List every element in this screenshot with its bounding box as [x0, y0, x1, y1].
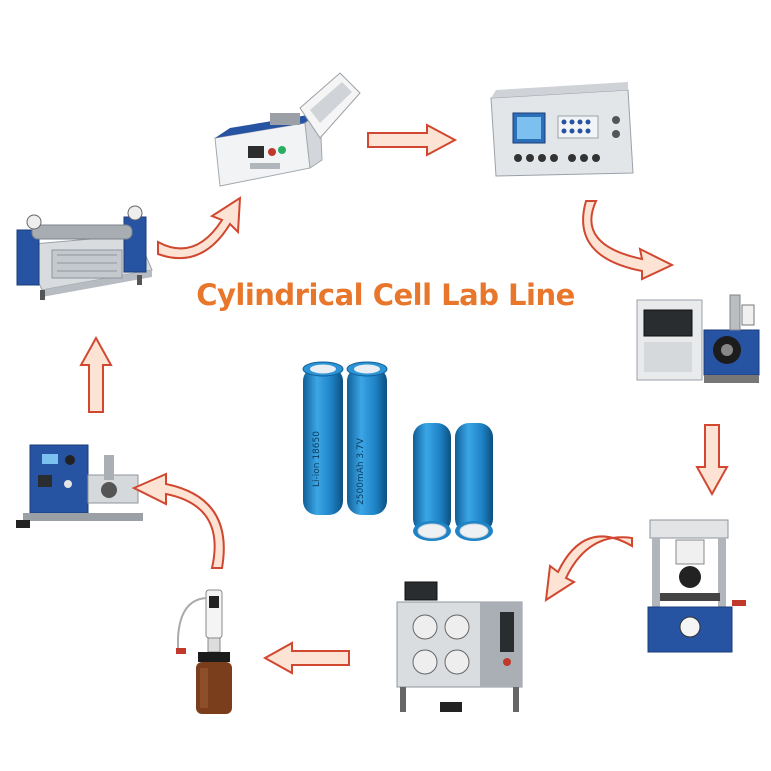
arrow-up-left — [79, 335, 113, 413]
arrow-down-right — [695, 424, 729, 497]
controller-unit — [490, 82, 634, 177]
arrow-left-bottom — [262, 641, 350, 675]
sealing-station — [16, 444, 143, 528]
diagram-title: Cylindrical Cell Lab Line — [196, 278, 575, 312]
battery-cell-tall-1: Li-ion 18650 — [302, 361, 344, 515]
battery-print-2: 2500mAh 3.7V — [356, 437, 366, 505]
coating-machine — [214, 72, 361, 187]
arrow-curved-to-welder — [582, 200, 675, 281]
winding-machine — [396, 581, 523, 712]
battery-print-1: Li-ion 18650 — [312, 431, 322, 487]
arrow-curved-to-sealer — [131, 472, 225, 569]
bottle-dispenser — [176, 589, 232, 714]
arrow-right-top — [367, 123, 458, 157]
spot-welding-machine — [636, 294, 760, 383]
battery-cell-short-1 — [413, 423, 451, 541]
arrow-curved-to-winder — [544, 535, 633, 602]
roller-press-machine — [16, 205, 153, 300]
arrow-curved-to-coater — [157, 196, 242, 260]
crimping-press — [647, 519, 746, 653]
battery-cell-tall-2: 2500mAh 3.7V — [346, 361, 388, 515]
battery-cell-short-2 — [455, 423, 493, 541]
battery-cells-illustration: Li-ion 18650 2500mAh 3.7V — [302, 361, 493, 541]
